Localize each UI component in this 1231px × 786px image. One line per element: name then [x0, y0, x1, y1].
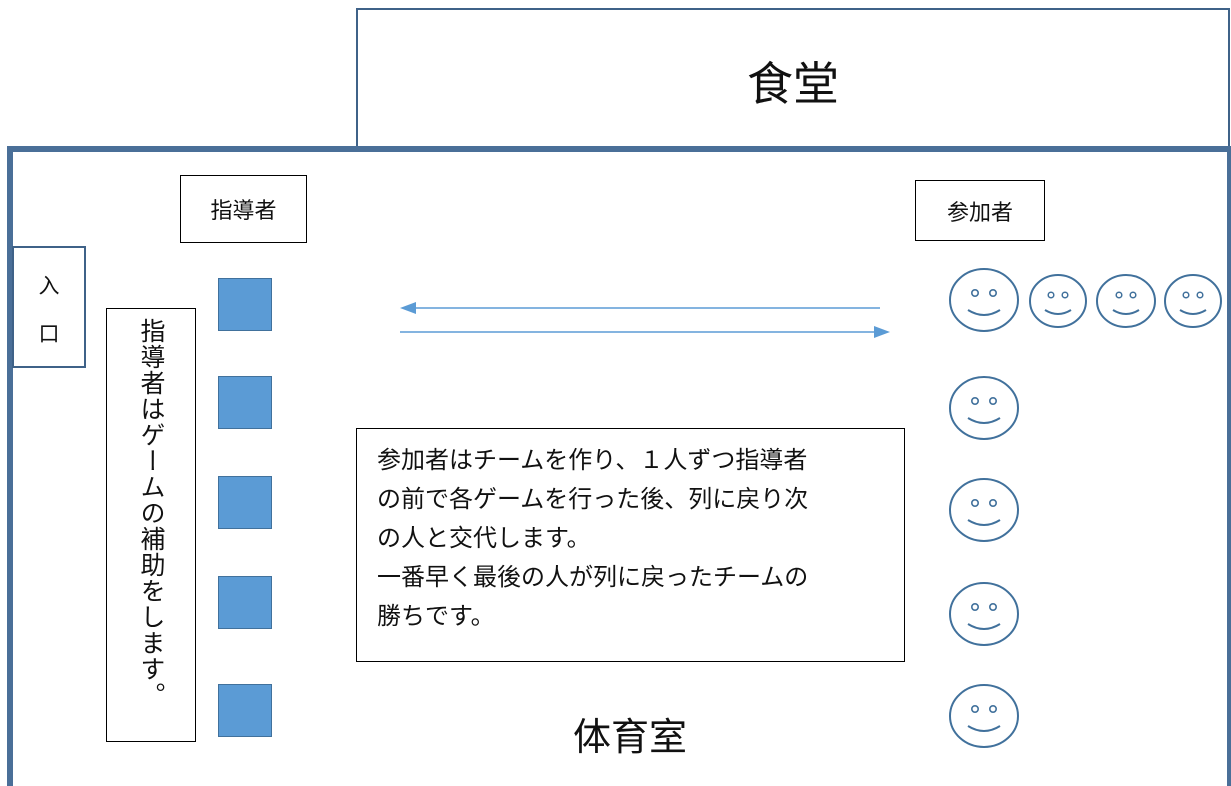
instructor-label: 指導者 — [210, 199, 277, 224]
arrow-to-participants — [400, 326, 890, 338]
arrow-to-instructor — [400, 302, 880, 314]
participant-smiley-icon — [1096, 274, 1156, 328]
participant-smiley-icon — [949, 478, 1019, 542]
cafeteria-label: 食堂 — [747, 57, 839, 111]
participant-smiley-icon — [1164, 274, 1222, 328]
rules-box: 参加者はチームを作り、１人ずつ指導者 の前で各ゲームを行った後、列に戻り次 の人… — [356, 428, 905, 662]
gym-room — [7, 146, 1231, 786]
instructor-station — [218, 576, 272, 629]
instructor-station — [218, 376, 272, 429]
entrance-box — [12, 246, 86, 368]
cafeteria-room — [356, 8, 1230, 148]
entrance-label-bottom: 口 — [38, 322, 60, 346]
instructor-label-box: 指導者 — [180, 175, 307, 243]
rules-line: の人と交代します。 — [377, 524, 591, 552]
participant-smiley-icon — [1029, 274, 1087, 328]
participant-label: 参加者 — [946, 200, 1013, 226]
instructor-station — [218, 476, 272, 529]
entrance-label-top: 入 — [38, 274, 60, 298]
movement-arrows — [400, 302, 890, 338]
participant-label-box: 参加者 — [915, 180, 1045, 241]
gym-label: 体育室 — [572, 715, 687, 759]
participant-smiley-icon — [949, 268, 1019, 332]
instructor-station — [218, 684, 272, 737]
instructor-station — [218, 278, 272, 331]
rules-line: 一番早く最後の人が列に戻ったチームの — [377, 563, 809, 591]
participant-smiley-icon — [949, 376, 1019, 440]
rules-line: 参加者はチームを作り、１人ずつ指導者 — [377, 446, 808, 474]
instructor-note-box — [106, 308, 196, 742]
rules-line: の前で各ゲームを行った後、列に戻り次 — [377, 485, 809, 513]
rules-line: 勝ちです。 — [377, 602, 495, 630]
participant-smiley-icon — [949, 582, 1019, 646]
instructor-note-text: 指導者はゲームの補助をします。 — [137, 318, 166, 708]
participant-smiley-icon — [949, 684, 1019, 748]
